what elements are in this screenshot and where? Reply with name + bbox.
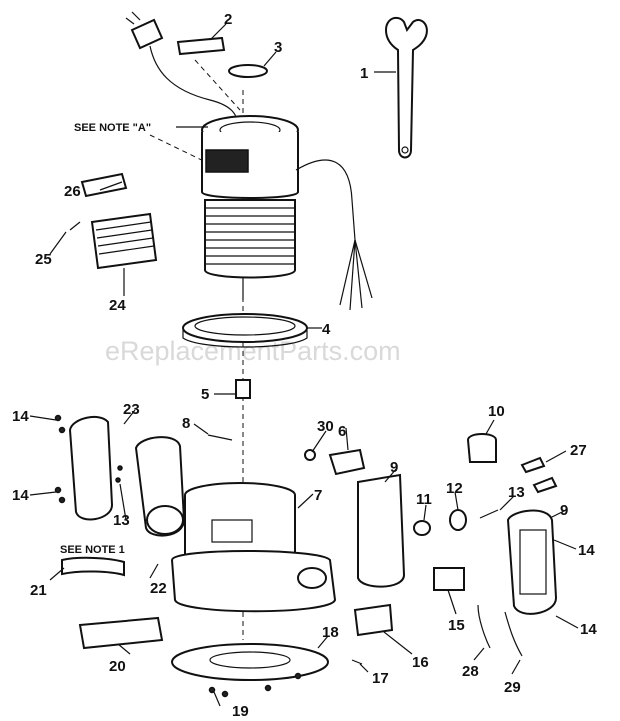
part-pin-30 xyxy=(304,449,316,461)
callout-29: 29 xyxy=(504,679,521,696)
part-motor-housing xyxy=(201,115,373,311)
part-wire-28 xyxy=(477,604,491,649)
callout-21: 21 xyxy=(30,582,47,599)
part-plate-16 xyxy=(353,603,394,637)
callout-13-left: 13 xyxy=(113,512,130,529)
callout-3: 3 xyxy=(274,39,282,56)
part-label-21 xyxy=(61,556,125,577)
part-collet xyxy=(235,379,251,399)
callout-30: 30 xyxy=(317,418,334,435)
callout-13-right: 13 xyxy=(508,484,525,501)
callout-26: 26 xyxy=(64,183,81,200)
part-sub-base xyxy=(171,643,329,681)
callout-15: 15 xyxy=(448,617,465,634)
callout-18: 18 xyxy=(322,624,339,641)
part-trigger-switch xyxy=(466,433,497,463)
callout-14-bottom-left: 14 xyxy=(12,487,29,504)
part-screws-19 xyxy=(208,672,302,698)
callout-7: 7 xyxy=(314,487,322,504)
callout-14-top-left: 14 xyxy=(12,408,29,425)
callout-2: 2 xyxy=(224,11,232,28)
callout-labels: 1 2 3 4 5 6 7 8 9 9 10 11 12 13 13 14 14… xyxy=(12,11,597,720)
callout-14-mid-right: 14 xyxy=(578,542,595,559)
callout-8: 8 xyxy=(182,415,190,432)
part-screw-8 xyxy=(207,434,233,441)
callout-19: 19 xyxy=(232,703,249,720)
leader-lines xyxy=(29,23,579,707)
callout-27: 27 xyxy=(570,442,587,459)
part-handle-right xyxy=(506,509,558,615)
callout-12: 12 xyxy=(446,480,463,497)
callout-22: 22 xyxy=(150,580,167,597)
callout-17: 17 xyxy=(372,670,389,687)
part-spring-13 xyxy=(479,509,499,519)
callout-5: 5 xyxy=(201,386,209,403)
part-shield-20 xyxy=(78,616,164,650)
part-wire-29 xyxy=(504,611,523,657)
callout-11: 11 xyxy=(416,491,432,508)
part-router-base xyxy=(170,482,337,613)
part-bracket-6 xyxy=(328,448,366,476)
part-cap xyxy=(228,64,268,78)
callout-6: 6 xyxy=(338,423,346,440)
callout-9-left: 9 xyxy=(390,459,398,476)
part-handle-left xyxy=(68,415,186,537)
callout-16: 16 xyxy=(412,654,429,671)
callout-25: 25 xyxy=(35,251,52,268)
part-label-plate xyxy=(176,36,226,56)
callout-20: 20 xyxy=(109,658,126,675)
callout-10: 10 xyxy=(488,403,505,420)
callout-14-bottom-right: 14 xyxy=(580,621,597,638)
part-bushing-11 xyxy=(413,520,431,536)
part-switch-block-15 xyxy=(433,567,465,591)
callout-9-right: 9 xyxy=(560,502,568,519)
callout-1: 1 xyxy=(360,65,368,82)
part-screw-17 xyxy=(351,659,363,665)
part-connectors-27 xyxy=(520,456,558,494)
callout-4: 4 xyxy=(322,321,331,338)
part-screws-14-left xyxy=(54,414,123,504)
note-a-label: SEE NOTE "A" xyxy=(74,122,151,134)
part-wrench xyxy=(384,16,428,159)
callout-24: 24 xyxy=(109,297,126,314)
callout-28: 28 xyxy=(462,663,479,680)
part-handle-frame xyxy=(357,473,406,588)
part-knob-12 xyxy=(449,509,467,531)
label-guide-line xyxy=(194,59,241,111)
note-1-label: SEE NOTE 1 xyxy=(60,544,125,556)
part-grille xyxy=(90,212,158,270)
part-switch xyxy=(80,172,128,198)
part-power-cord xyxy=(125,11,237,126)
callout-23: 23 xyxy=(123,401,140,418)
part-screw-25 xyxy=(69,221,81,231)
